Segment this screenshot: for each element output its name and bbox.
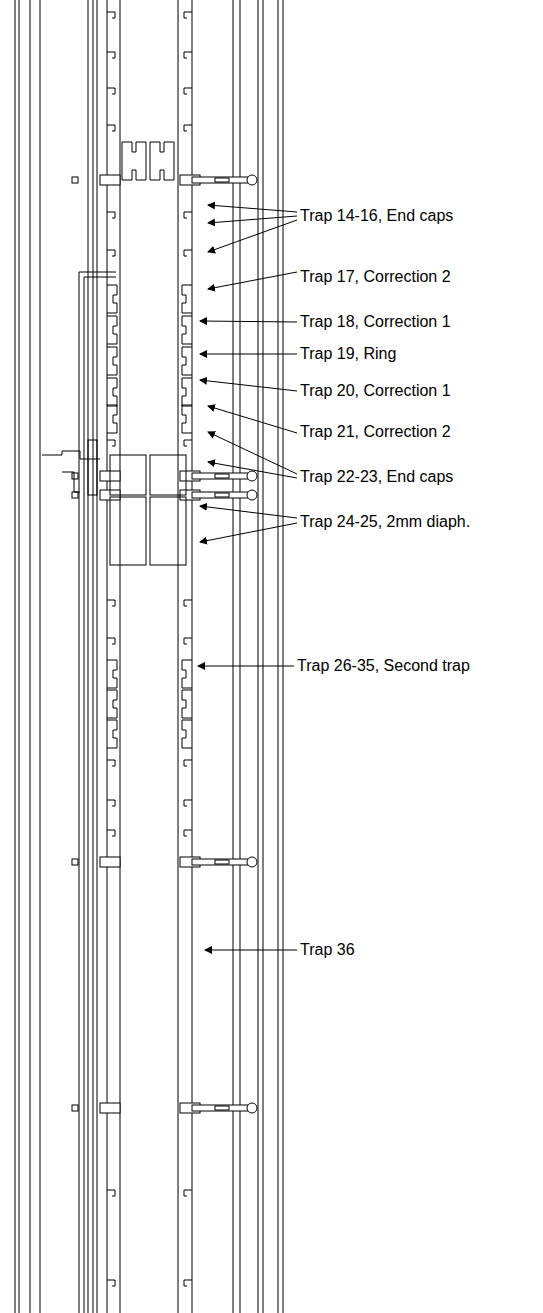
- part-label: Trap 22-23, End caps: [299, 468, 454, 486]
- leader-lines: [198, 205, 297, 950]
- part-label: Trap 17, Correction 2: [299, 268, 452, 286]
- diaphragm: [42, 440, 186, 565]
- part-label: Trap 26-35, Second trap: [296, 657, 471, 675]
- part-label: Trap 20, Correction 1: [299, 382, 452, 400]
- electrode-notches: [107, 12, 192, 1286]
- part-label: Trap 19, Ring: [299, 345, 397, 363]
- electrodes: [107, 285, 192, 748]
- part-label: Trap 24-25, 2mm diaph.: [299, 513, 471, 531]
- bolts: [72, 175, 257, 1113]
- part-label: Trap 14-16, End caps: [299, 207, 454, 225]
- part-label: Trap 36: [299, 941, 356, 959]
- part-label: Trap 21, Correction 2: [299, 423, 452, 441]
- part-label: Trap 18, Correction 1: [299, 313, 452, 331]
- vertical-walls: [15, 0, 283, 1313]
- h-spacer: [122, 142, 174, 180]
